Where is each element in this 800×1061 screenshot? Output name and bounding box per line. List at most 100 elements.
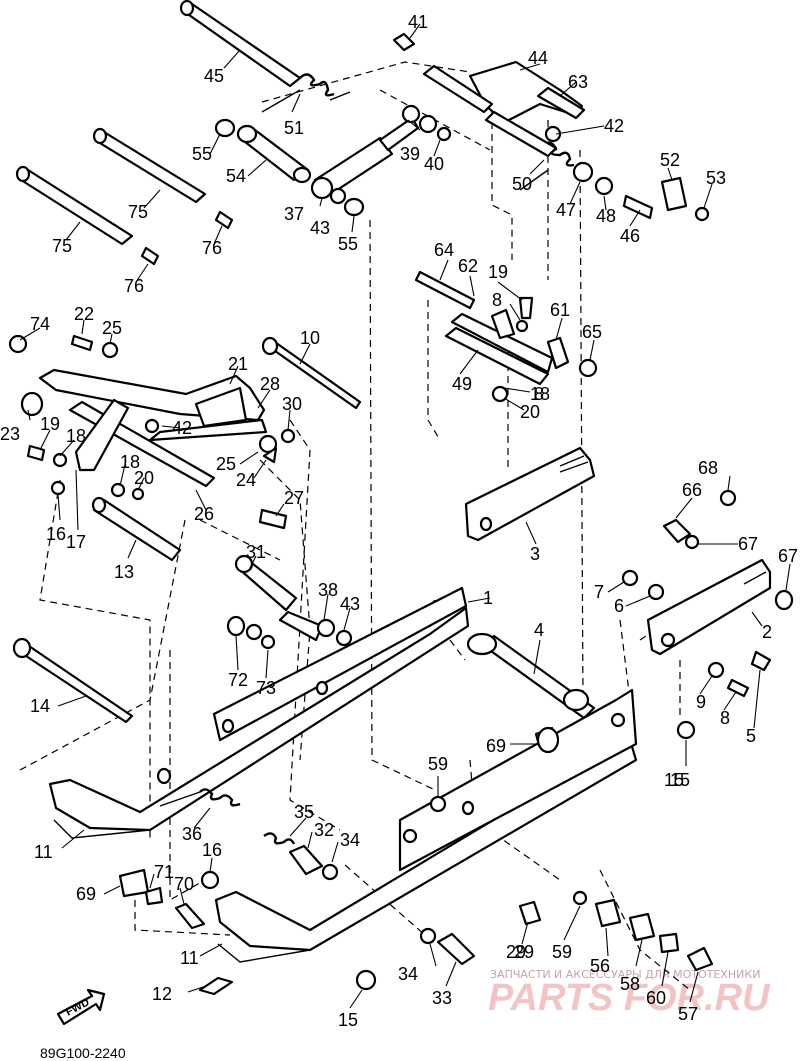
part-label: 53 bbox=[706, 168, 726, 188]
part-label: 19 bbox=[40, 414, 60, 434]
part-label: 24 bbox=[236, 470, 256, 490]
part-label: 20 bbox=[520, 402, 540, 422]
part-label: 14 bbox=[30, 696, 50, 716]
plate-fasteners bbox=[621, 489, 794, 740]
long-bolts bbox=[12, 336, 362, 724]
part-label: 29 bbox=[506, 942, 526, 962]
part-label: 42 bbox=[604, 116, 624, 136]
part-label: 70 bbox=[174, 874, 194, 894]
part-label: 17 bbox=[66, 532, 86, 552]
part-label: 20 bbox=[134, 468, 154, 488]
assembly-guide-lines bbox=[19, 61, 761, 991]
part-label: 62 bbox=[458, 256, 478, 276]
part-label: 75 bbox=[128, 202, 148, 222]
part-label: 64 bbox=[434, 240, 454, 260]
part-label: 10 bbox=[300, 328, 320, 348]
part-label: 68 bbox=[698, 458, 718, 478]
part-label: 43 bbox=[310, 218, 330, 238]
part-label: 25 bbox=[216, 454, 236, 474]
part-label: 66 bbox=[682, 480, 702, 500]
part-label: 36 bbox=[182, 824, 202, 844]
part-label: 71 bbox=[154, 862, 174, 882]
part-label: 13 bbox=[114, 562, 134, 582]
watermark-logo: PARTS FOR.RU bbox=[488, 977, 771, 1019]
drawing-code: 89G100-2240 bbox=[40, 1045, 126, 1061]
spring-36 bbox=[159, 788, 241, 807]
part-label: 31 bbox=[246, 542, 266, 562]
part-label: 49 bbox=[452, 374, 472, 394]
part-label: 23 bbox=[0, 424, 20, 444]
watermark-caption: ЗАПЧАСТИ И АКСЕССУАРЫ ДЛЯ МОТОТЕХНИКИ bbox=[490, 968, 760, 981]
part-label: 4 bbox=[534, 620, 544, 640]
part-label: 56 bbox=[590, 956, 610, 976]
shaft-13 bbox=[91, 496, 182, 562]
part-label: 55 bbox=[192, 144, 212, 164]
part-label: 8 bbox=[720, 708, 730, 728]
part-label: 18 bbox=[530, 384, 550, 404]
part-label: 39 bbox=[400, 144, 420, 164]
bolts-76 bbox=[140, 210, 234, 266]
part-label: 67 bbox=[778, 546, 798, 566]
part-label: 55 bbox=[338, 234, 358, 254]
part-label: 21 bbox=[228, 354, 248, 374]
part-label: 61 bbox=[550, 300, 570, 320]
part-label: 27 bbox=[284, 488, 304, 508]
part-number-labels: 1 2 3 4 5 6 7 8 8 8 9 10 11 11 12 13 14 … bbox=[0, 12, 798, 1030]
part-label: 9 bbox=[696, 692, 706, 712]
front-arm-assembly bbox=[8, 334, 296, 530]
upper-bracket-44 bbox=[392, 32, 586, 158]
part-label: 67 bbox=[738, 534, 758, 554]
part-label: 76 bbox=[124, 276, 144, 296]
plate-2 bbox=[646, 558, 772, 656]
pivot-parts-47-48-52 bbox=[572, 161, 710, 222]
sleeves bbox=[226, 554, 353, 650]
part-label: 2 bbox=[762, 622, 772, 642]
shaft-54 bbox=[236, 124, 312, 184]
part-label: 58 bbox=[620, 974, 640, 994]
part-label: 50 bbox=[512, 174, 532, 194]
spring-51 bbox=[261, 73, 351, 113]
shafts bbox=[15, 0, 365, 266]
part-label: 11 bbox=[34, 842, 53, 862]
part-label: 26 bbox=[194, 504, 214, 524]
spring-35 bbox=[263, 832, 296, 845]
part-label: 8 bbox=[492, 290, 502, 310]
part-label: 51 bbox=[284, 118, 304, 138]
leader-lines bbox=[19, 23, 791, 1009]
part-label: 5 bbox=[746, 726, 756, 746]
part-label: 28 bbox=[260, 374, 280, 394]
part-label: 75 bbox=[52, 236, 72, 256]
part-label: 22 bbox=[74, 304, 94, 324]
collar-55-top bbox=[214, 118, 236, 138]
part-label: 15 bbox=[664, 770, 684, 790]
part-label: 42 bbox=[172, 418, 192, 438]
mid-linkage-49 bbox=[414, 270, 598, 403]
part-label: 12 bbox=[152, 984, 172, 1004]
part-label: 74 bbox=[30, 314, 50, 334]
shaft-45 bbox=[179, 0, 302, 88]
part-label: 30 bbox=[282, 394, 302, 414]
part-label: 34 bbox=[398, 964, 418, 984]
part-label: 8 bbox=[534, 384, 544, 404]
part-label: 54 bbox=[226, 166, 246, 186]
part-label: 45 bbox=[204, 66, 224, 86]
part-label: 19 bbox=[488, 262, 508, 282]
part-label: 7 bbox=[594, 582, 604, 602]
part-label: 43 bbox=[340, 594, 360, 614]
right-rail-1 bbox=[214, 688, 638, 963]
watermark: ЗАПЧАСТИ И АКСЕССУАРЫ ДЛЯ МОТОТЕХНИКИ PA… bbox=[488, 968, 771, 1019]
part-label: 73 bbox=[256, 678, 276, 698]
part-label: 41 bbox=[408, 12, 428, 32]
part-label: 16 bbox=[46, 524, 66, 544]
spring-50 bbox=[519, 141, 575, 191]
part-label: 48 bbox=[596, 206, 616, 226]
part-label: 37 bbox=[284, 204, 304, 224]
bolt-10 bbox=[261, 336, 362, 410]
part-label: 15 bbox=[670, 770, 690, 790]
part-label: 69 bbox=[76, 884, 96, 904]
part-label: 3 bbox=[530, 544, 540, 564]
part-label: 57 bbox=[678, 1004, 698, 1024]
shaft-75-upper bbox=[92, 127, 207, 204]
part-label: 25 bbox=[102, 318, 122, 338]
